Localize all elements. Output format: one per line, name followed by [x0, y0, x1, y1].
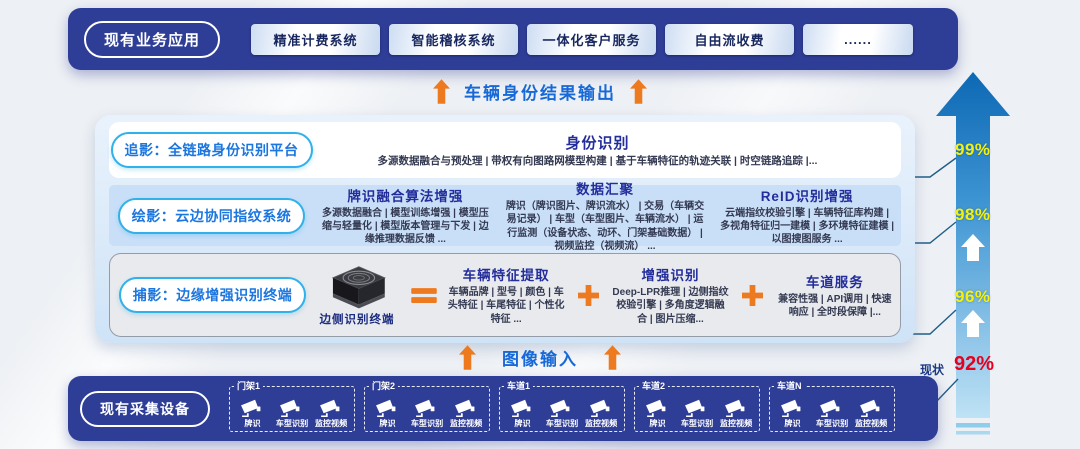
- cctv-camera-icon: [279, 398, 301, 417]
- camera-surveillance: 监控视频: [717, 398, 756, 429]
- plus-icon: [577, 284, 599, 306]
- step-up-icon: [961, 310, 985, 337]
- camera-surveillance: 监控视频: [447, 398, 486, 429]
- lane-service-desc: 兼容性强 | API调用 | 快速响应 | 全时段保障 |...: [778, 293, 892, 318]
- huiying-system-pill: 绘影：云边协同指纹系统: [117, 197, 306, 234]
- plus-icon: [742, 284, 764, 306]
- camera-surveillance: 监控视频: [312, 398, 351, 429]
- cctv-camera-icon: [723, 398, 746, 417]
- camera-vehicle-type: 车型识别: [813, 398, 852, 429]
- lane-2-group: 车道2 牌识 车型识别 监控视频: [634, 379, 760, 432]
- group-label: 车道2: [639, 379, 669, 392]
- accuracy-level-99: 99%: [955, 140, 991, 159]
- camera-plate: 牌识: [503, 398, 542, 429]
- cctv-camera-icon: [858, 398, 881, 417]
- current-status-label: 现状: [920, 363, 945, 377]
- cctv-camera-icon: [240, 398, 262, 417]
- cctv-camera-icon: [453, 398, 476, 417]
- cctv-camera-icon: [549, 398, 571, 417]
- up-arrow-icon: [630, 79, 647, 104]
- edge-device-illustration: [331, 266, 386, 309]
- camera-vehicle-type: 车型识别: [678, 398, 717, 429]
- cctv-camera-icon: [318, 398, 341, 417]
- plate-fusion-desc: 多源数据融合 | 模型训练增强 | 模型压缩与轻量化 | 模型版本管理与下发 |…: [322, 207, 489, 246]
- audit-system-button[interactable]: 智能稽核系统: [389, 23, 519, 55]
- cctv-camera-icon: [780, 398, 802, 417]
- plate-fusion-title: 牌识融合算法增强: [347, 188, 464, 204]
- reid-enhancement-title: ReID识别增强: [760, 188, 854, 204]
- identity-recognition-title: 身份识别: [565, 134, 630, 152]
- gantry-2-group: 门架2 牌识 车型识别 监控视频: [364, 379, 490, 432]
- lane-service-title: 车道服务: [805, 274, 864, 290]
- cctv-camera-icon: [510, 398, 532, 417]
- free-flow-tolling-button[interactable]: 自由流收费: [665, 23, 795, 55]
- group-label: 车道1: [504, 379, 534, 392]
- more-systems-button[interactable]: ......: [803, 23, 914, 55]
- camera-plate: 牌识: [773, 398, 812, 429]
- cctv-camera-icon: [414, 398, 436, 417]
- image-input-label: 图像输入: [502, 350, 578, 369]
- recognition-platform-panel: 追影：全链路身份识别平台 身份识别 多源数据融合与预处理 | 带权有向图路网模型…: [95, 115, 915, 343]
- camera-plate: 牌识: [233, 398, 272, 429]
- enhanced-recognition-title: 增强识别: [641, 268, 700, 284]
- equals-icon: [411, 287, 437, 303]
- cctv-camera-icon: [588, 398, 611, 417]
- platform-row-identity: 追影：全链路身份识别平台 身份识别 多源数据融合与预处理 | 带权有向图路网模型…: [109, 122, 901, 178]
- cctv-camera-icon: [645, 398, 667, 417]
- group-label: 门架1: [234, 379, 264, 392]
- accuracy-level-98: 98%: [955, 205, 991, 224]
- gantry-1-group: 门架1 牌识 车型识别 监控视频: [229, 379, 355, 432]
- zhuiying-platform-pill: 追影：全链路身份识别平台: [110, 132, 313, 168]
- camera-surveillance: 监控视频: [582, 398, 621, 429]
- billing-system-button[interactable]: 精准计费系统: [251, 23, 381, 55]
- enhanced-recognition-desc: Deep-LPR推理 | 边侧指纹校验引擎 | 多角度逻辑融合 | 图片压缩..…: [612, 287, 729, 325]
- step-up-icon: [961, 234, 985, 261]
- camera-plate: 牌识: [368, 398, 407, 429]
- camera-vehicle-type: 车型识别: [543, 398, 582, 429]
- lane-n-group: 车道N 牌识 车型识别 监控视频: [769, 379, 895, 432]
- feature-extraction-desc: 车辆品牌 | 型号 | 颜色 | 车头特征 | 车尾特征 | 个性化特征 ...: [447, 287, 565, 325]
- identity-recognition-desc: 多源数据融合与预处理 | 带权有向图路网模型构建 | 基于车辆特征的轨迹关联 |…: [377, 154, 818, 167]
- up-arrow-icon: [459, 345, 476, 370]
- camera-vehicle-type: 车型识别: [273, 398, 312, 429]
- existing-business-apps-label: 现有业务应用: [84, 20, 221, 58]
- reid-enhancement-desc: 云端指纹校验引擎 | 车辆特征库构建 | 多视角特征归一建模 | 多环境特征建模…: [720, 207, 895, 246]
- customer-service-button[interactable]: 一体化客户服务: [527, 23, 657, 55]
- up-arrow-icon: [433, 79, 450, 104]
- up-arrow-icon: [604, 345, 621, 370]
- edge-device-label: 边侧识别终端: [319, 314, 395, 326]
- cctv-camera-icon: [375, 398, 397, 417]
- group-label: 车道N: [774, 379, 805, 392]
- existing-business-apps-banner: 现有业务应用 精准计费系统 智能稽核系统 一体化客户服务 自由流收费 .....…: [68, 8, 958, 70]
- existing-capture-devices-banner: 现有采集设备 门架1 牌识 车型识别 监控视频 门架2 牌识 车型识别 监控视频: [68, 376, 938, 441]
- data-aggregation-desc: 牌识（牌识图片、牌识流水） | 交易（车辆交易记录） | 车型（车型图片、车辆流…: [505, 200, 705, 252]
- identity-result-output-flow: 车辆身份结果输出: [0, 79, 1080, 104]
- image-input-flow: 图像输入: [0, 345, 1080, 370]
- edge-device: 边侧识别终端: [307, 263, 407, 327]
- current-accuracy-value: 92%: [954, 353, 995, 375]
- accuracy-level-96: 96%: [955, 287, 991, 306]
- lane-1-group: 车道1 牌识 车型识别 监控视频: [499, 379, 625, 432]
- camera-plate: 牌识: [638, 398, 677, 429]
- platform-row-edge-terminal: 捕影：边缘增强识别终端 边侧识别终端 车辆特征提取 车辆品牌 | 型号 | 颜色…: [109, 253, 901, 337]
- camera-vehicle-type: 车型识别: [408, 398, 447, 429]
- cctv-camera-icon: [819, 398, 841, 417]
- group-label: 门架2: [369, 379, 399, 392]
- camera-surveillance: 监控视频: [852, 398, 891, 429]
- existing-capture-devices-label: 现有采集设备: [80, 390, 210, 427]
- buying-terminal-pill: 捕影：边缘增强识别终端: [118, 277, 307, 313]
- identity-result-output-label: 车辆身份结果输出: [464, 84, 616, 103]
- feature-extraction-title: 车辆特征提取: [462, 268, 550, 284]
- data-aggregation-title: 数据汇聚: [575, 181, 634, 197]
- cctv-camera-icon: [684, 398, 706, 417]
- platform-row-cloud-edge: 绘影：云边协同指纹系统 牌识融合算法增强 多源数据融合 | 模型训练增强 | 模…: [109, 182, 901, 252]
